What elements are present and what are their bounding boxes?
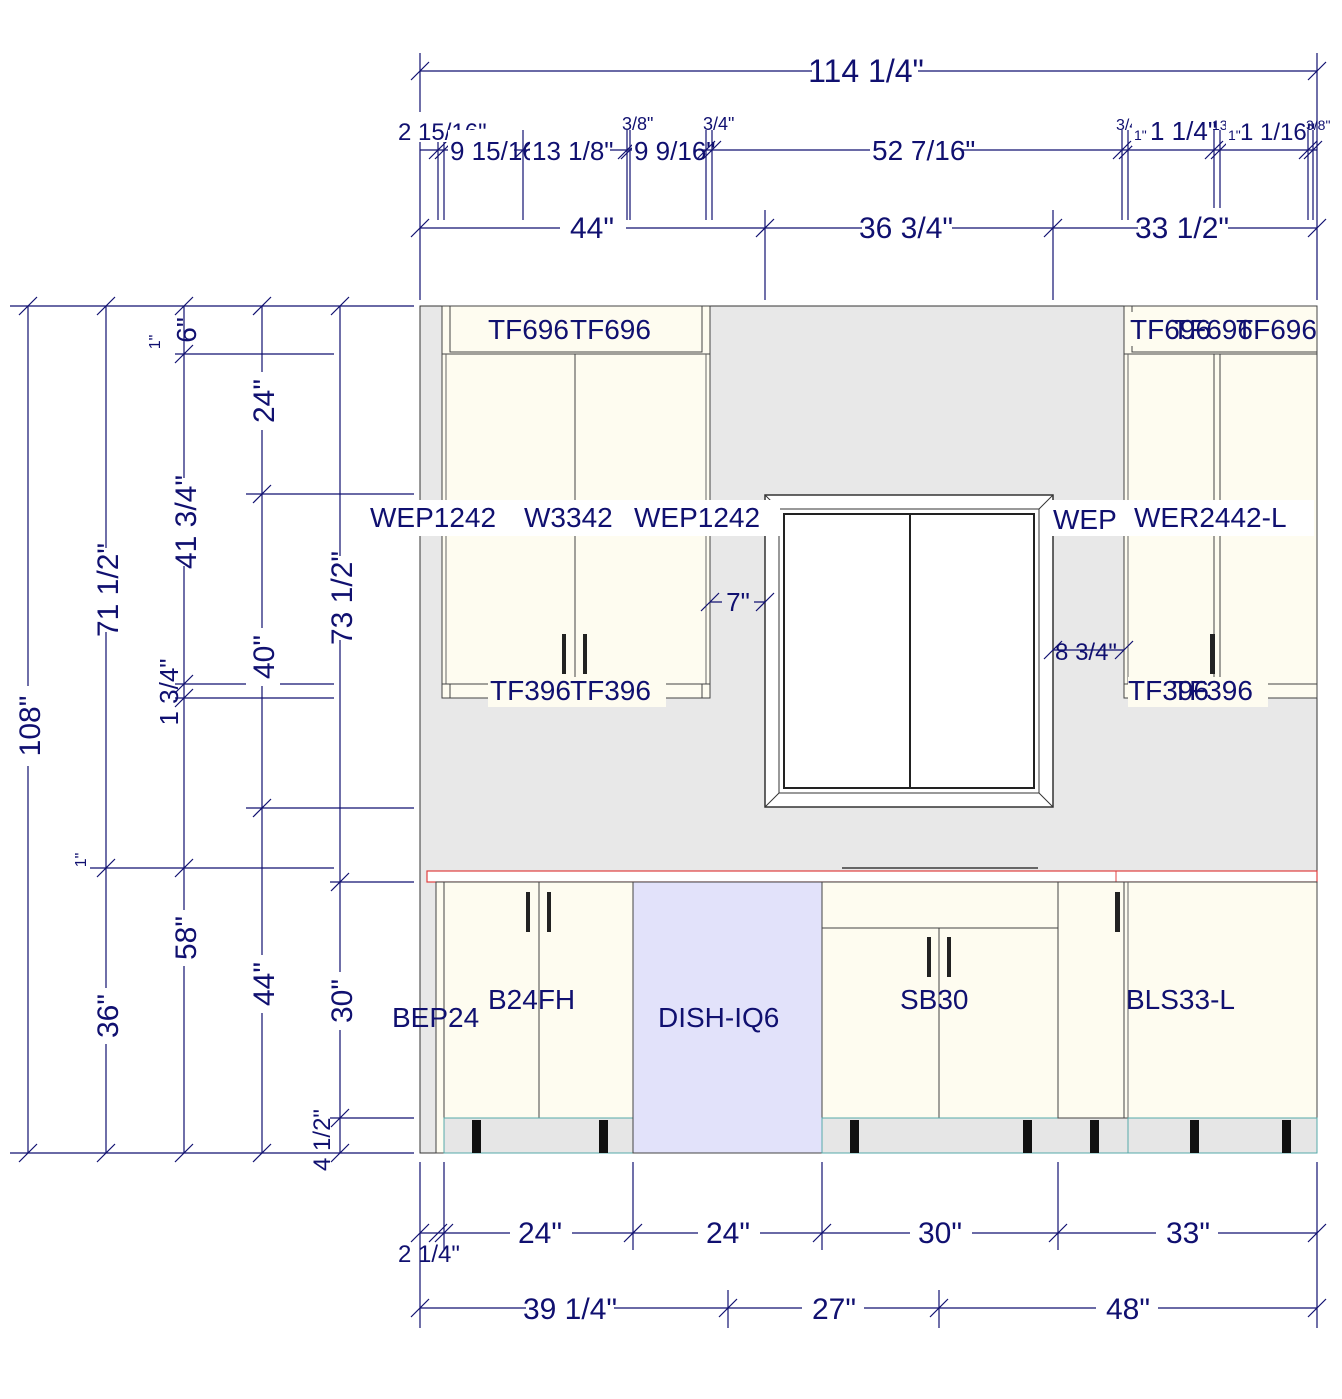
label-tf696-right-a: TF696 [1130, 314, 1211, 345]
top-dimensions: 114 1/4" 2 15/16" 9 15/16" 13 1/8" [398, 52, 1330, 300]
dim-bottom-48: 48" [1106, 1293, 1150, 1326]
dim-top-5: 9 9/16" [634, 136, 716, 166]
sink-base-cabinet [821, 881, 1129, 1154]
cabinet-labels: TF696 TF696 TF696 TF696 TF696 WEP1242 W3… [368, 312, 1317, 1033]
label-bep24: BEP24 [392, 1002, 479, 1033]
dim-bottom-27: 27" [812, 1293, 856, 1326]
dim-41-3-4: 41 3/4" [170, 475, 203, 569]
dim-1-col1: 1" [73, 853, 90, 868]
dim-upper-44: 44" [570, 212, 614, 245]
countertop [426, 870, 1318, 883]
dim-base-end: 2 1/4" [398, 1241, 460, 1268]
window-gap-dimensions: 7" 8 3/4" [700, 586, 1134, 666]
dim-73-1-2: 73 1/2" [326, 551, 359, 645]
dim-1-3-4: 1 3/4" [154, 658, 184, 725]
dim-71-1-2: 71 1/2" [92, 543, 125, 637]
label-wep1242-right: WEP1242 [634, 502, 760, 533]
dim-40: 40" [248, 635, 281, 679]
dim-top-14: 3/8" [1306, 117, 1330, 133]
dim-top-3: 13 1/8" [532, 136, 614, 166]
dim-top-10: 1 1/4" [1150, 116, 1217, 146]
dim-overall-height: 108" [14, 696, 47, 757]
label-bls33-l: BLS33-L [1126, 984, 1235, 1015]
dim-6: 6" [171, 317, 202, 343]
label-tf696-right-c: TF696 [1236, 314, 1317, 345]
base-cabinet-b24fh [443, 881, 634, 1154]
label-tf396-left-b: TF396 [570, 675, 651, 706]
label-sb30: SB30 [900, 984, 969, 1015]
dim-window-left-gap: 7" [726, 587, 750, 617]
dim-44-height: 44" [248, 962, 281, 1006]
dim-top-13: 1 1/16" [1240, 119, 1315, 146]
dim-window-right-gap: 8 3/4" [1055, 639, 1117, 666]
label-w3342: W3342 [524, 502, 613, 533]
base-corner-cabinet [1057, 881, 1318, 1154]
dim-base-33: 33" [1166, 1217, 1210, 1250]
left-dimensions: 108" 71 1/2" 36" 1" 41 3/4" 58" 1 3/4" 1… [10, 296, 414, 1171]
label-tf396-left-a: TF396 [490, 675, 571, 706]
dim-top-2: 9 15/16" [450, 136, 546, 166]
label-wep-far: WEP [1053, 504, 1117, 535]
label-dish-iq6: DISH-IQ6 [658, 1002, 779, 1033]
dim-58: 58" [170, 916, 203, 960]
label-tf696-right-b: TF696 [1172, 314, 1253, 345]
dim-24-upper: 24" [248, 379, 281, 423]
label-tf396-right-a: TF396 [1128, 675, 1209, 706]
dim-top-4: 3/8" [622, 114, 653, 134]
window [764, 494, 1054, 808]
label-tf396-right-b: TF396 [1172, 675, 1253, 706]
dim-top-7: 52 7/16" [872, 135, 975, 166]
dim-base-30: 30" [918, 1217, 962, 1250]
label-tf696-left-b: TF696 [570, 314, 651, 345]
label-tf696-left-a: TF696 [488, 314, 569, 345]
dim-upper-36-3-4: 36 3/4" [859, 212, 953, 245]
bottom-dimensions: 2 1/4" 24" 24" 30" 33" 39 1/4" 27" 48" [398, 1162, 1327, 1328]
dim-base-24a: 24" [518, 1217, 562, 1250]
dim-36: 36" [92, 994, 125, 1038]
dim-4-1-2: 4 1/2" [309, 1109, 336, 1171]
label-b24fh: B24FH [488, 984, 575, 1015]
dim-top-6: 3/4" [703, 114, 734, 134]
dim-upper-33-1-2: 33 1/2" [1135, 212, 1229, 245]
dim-1-col2: 1" [147, 335, 164, 350]
label-wer2442-l: WER2442-L [1134, 502, 1287, 533]
dim-top-12: 1" [1228, 127, 1241, 143]
wall-elevation [419, 305, 1318, 1154]
dim-top-9: 1" [1134, 127, 1147, 143]
dim-30-height: 30" [326, 979, 359, 1023]
dishwasher [632, 881, 823, 1154]
dim-base-24b: 24" [706, 1217, 750, 1250]
dim-overall-width: 114 1/4" [808, 53, 924, 89]
label-wep1242-left: WEP1242 [370, 502, 496, 533]
dim-bottom-39-1-4: 39 1/4" [523, 1293, 617, 1326]
